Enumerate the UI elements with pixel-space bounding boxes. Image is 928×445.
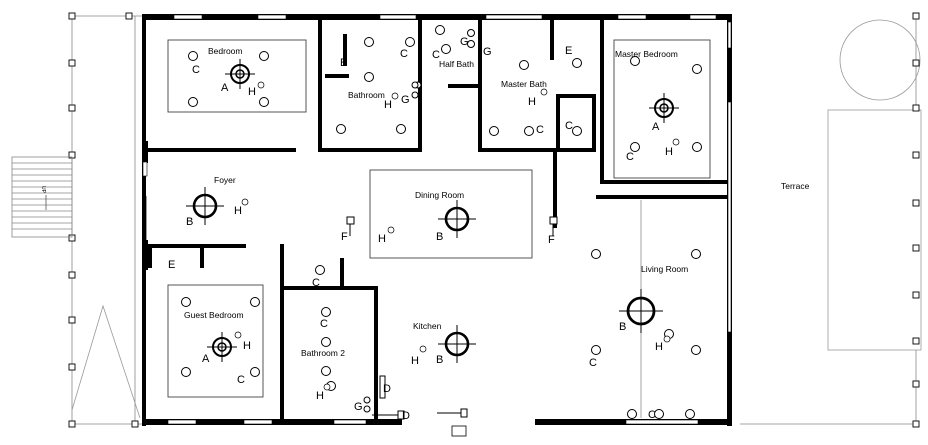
- device-d: [372, 375, 468, 420]
- letter-f: F: [341, 231, 348, 243]
- letter-d: D: [383, 383, 391, 395]
- room-rugs: [167, 39, 711, 418]
- letter-h: H: [316, 390, 324, 402]
- letter-c: C: [432, 49, 440, 61]
- room-label-half-bath: Half Bath: [439, 59, 474, 69]
- letter-c: C: [536, 124, 544, 136]
- letter-h: H: [234, 205, 242, 217]
- room-label-master-bath: Master Bath: [501, 79, 547, 89]
- letter-h: H: [655, 341, 663, 353]
- room-label-bathroom-2: Bathroom 2: [301, 348, 345, 358]
- door-swing: [71, 304, 141, 419]
- letter-h: H: [411, 355, 419, 367]
- letter-e: E: [340, 57, 347, 69]
- letter-c: C: [589, 357, 597, 369]
- letter-f: F: [548, 234, 555, 246]
- letter-c: C: [648, 409, 656, 421]
- letter-e: E: [168, 259, 175, 271]
- letter-g: G: [483, 46, 492, 58]
- letter-h: H: [243, 340, 251, 352]
- room-label-master-bedroom: Master Bedroom: [615, 49, 678, 59]
- room-label-bedroom: Bedroom: [208, 46, 243, 56]
- letter-e: E: [565, 45, 572, 57]
- letter-h: H: [384, 99, 392, 111]
- room-label-living-room: Living Room: [641, 264, 688, 274]
- doors: [145, 196, 467, 437]
- letter-g: G: [401, 94, 410, 106]
- letter-d: D: [402, 410, 410, 422]
- room-labels: Bedroom Bathroom Half Bath Master Bath M…: [184, 46, 810, 358]
- room-label-guest-bedroom: Guest Bedroom: [184, 310, 244, 320]
- room-label-dining-room: Dining Room: [415, 190, 464, 200]
- letter-h: H: [378, 233, 386, 245]
- letter-h: H: [528, 96, 536, 108]
- letter-a: A: [202, 353, 210, 365]
- fixture-h: [234, 81, 680, 391]
- fixture-a: [207, 59, 679, 362]
- letter-c: C: [192, 64, 200, 76]
- room-label-terrace: Terrace: [781, 181, 810, 191]
- room-label-kitchen: Kitchen: [413, 321, 442, 331]
- entry-stairs: [11, 156, 73, 238]
- letter-c: C: [626, 151, 634, 163]
- letter-c: C: [400, 48, 408, 60]
- letter-c: C: [320, 318, 328, 330]
- letter-g: G: [460, 36, 469, 48]
- letter-b: B: [436, 231, 443, 243]
- letter-c: C: [565, 120, 573, 132]
- room-label-bathroom: Bathroom: [348, 90, 385, 100]
- device-f: [346, 216, 558, 236]
- letter-h: H: [665, 146, 673, 158]
- letter-g: G: [354, 401, 363, 413]
- letter-a: A: [221, 82, 229, 94]
- stair-up-label: UP: [40, 186, 46, 194]
- room-label-foyer: Foyer: [214, 175, 236, 185]
- fixture-letters: A A A B B B B C C C C C C C C C C C E E …: [168, 36, 673, 422]
- letter-h: H: [248, 86, 256, 98]
- letter-b: B: [436, 354, 443, 366]
- windows: [142, 14, 732, 425]
- fixture-c: [181, 25, 702, 419]
- hot-tub: [839, 19, 921, 101]
- letter-c: C: [237, 374, 245, 386]
- letter-b: B: [619, 321, 626, 333]
- letter-a: A: [652, 121, 660, 133]
- letter-b: B: [186, 216, 193, 228]
- letter-c: C: [312, 277, 320, 289]
- fixture-b: [186, 187, 663, 363]
- porch-posts: [68, 12, 920, 428]
- exterior: [71, 15, 922, 425]
